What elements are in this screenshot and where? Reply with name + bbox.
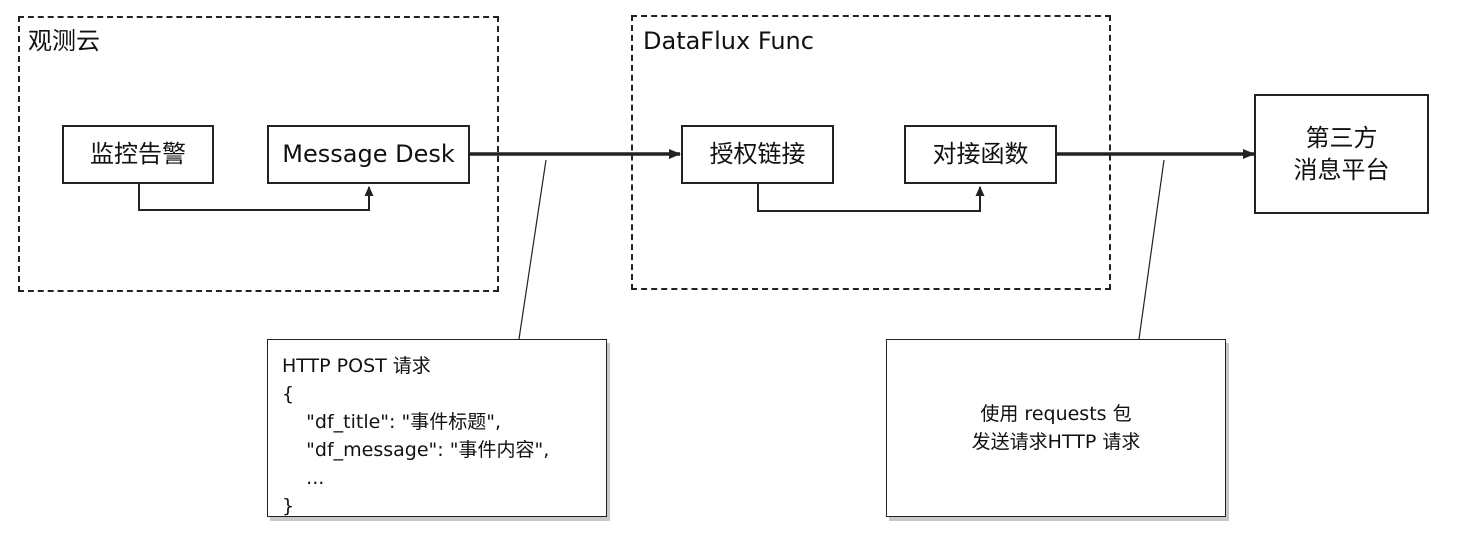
callout-pointer-requests: [1138, 159, 1165, 340]
callout-pointer-http-post: [518, 159, 547, 340]
node-connector-func: 对接函数: [904, 125, 1057, 184]
callout-requests-line2: 发送请求HTTP 请求: [971, 431, 1141, 453]
node-third-party-platform: 第三方 消息平台: [1254, 94, 1429, 214]
callout-http-line-2: {: [282, 383, 295, 405]
callout-http-line-3: "df_title": "事件标题",: [282, 411, 501, 433]
group-dataflux-func: [631, 15, 1111, 290]
callout-http-line-1: HTTP POST 请求: [282, 355, 431, 377]
callout-http-line-6: }: [282, 495, 295, 517]
arrow-auth-link-to-connector: [757, 183, 985, 212]
callout-http-line-5: ...: [282, 467, 325, 489]
node-monitor-alert: 监控告警: [62, 125, 214, 184]
node-message-desk: Message Desk: [267, 125, 470, 184]
callout-http-line-4: "df_message": "事件内容",: [282, 439, 550, 461]
node-auth-link: 授权链接: [681, 125, 834, 184]
arrow-monitor-to-message-desk: [138, 183, 374, 211]
callout-requests-package: 使用 requests 包 发送请求HTTP 请求: [886, 339, 1226, 517]
group-guance-label: 观测云: [28, 27, 100, 55]
group-guance: [18, 16, 499, 292]
callout-http-post-request: HTTP POST 请求 { "df_title": "事件标题", "df_m…: [267, 339, 607, 517]
group-dataflux-func-label: DataFlux Func: [643, 27, 814, 55]
node-third-party-line2: 消息平台: [1293, 156, 1390, 184]
node-third-party-line1: 第三方: [1305, 123, 1378, 152]
callout-requests-line1: 使用 requests 包: [980, 403, 1132, 425]
